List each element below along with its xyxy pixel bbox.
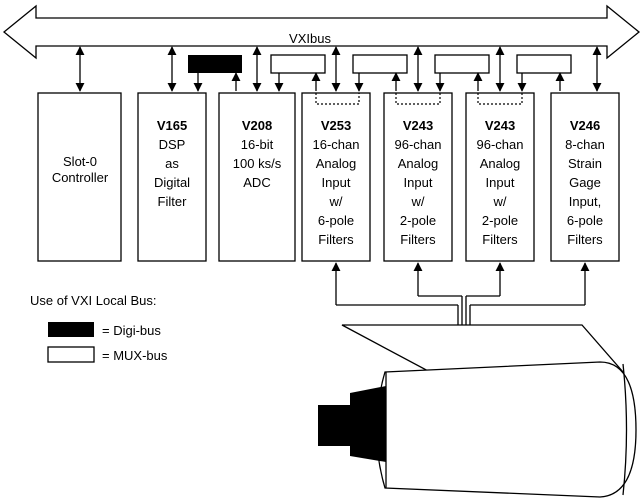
module-v253: V253 16-chan Analog Input w/ 6-pole Filt… xyxy=(301,92,371,262)
svg-text:as: as xyxy=(165,156,179,171)
svg-text:V165: V165 xyxy=(157,118,187,133)
svg-text:Slot-0: Slot-0 xyxy=(63,154,97,169)
svg-text:Filters: Filters xyxy=(318,232,354,247)
legend: Use of VXI Local Bus: = Digi-bus = MUX-b… xyxy=(30,293,168,363)
legend-title: Use of VXI Local Bus: xyxy=(30,293,156,308)
svg-text:Filters: Filters xyxy=(482,232,518,247)
svg-text:2-pole: 2-pole xyxy=(400,213,436,228)
legend-muxbus-label: = MUX-bus xyxy=(102,348,168,363)
svg-text:V243: V243 xyxy=(485,118,515,133)
svg-text:Digital: Digital xyxy=(154,175,190,190)
svg-text:w/: w/ xyxy=(329,194,343,209)
svg-text:16-bit: 16-bit xyxy=(241,137,274,152)
svg-text:Strain: Strain xyxy=(568,156,602,171)
vxibus-label: VXIbus xyxy=(289,31,331,46)
svg-text:V208: V208 xyxy=(242,118,272,133)
svg-text:Input: Input xyxy=(404,175,433,190)
svg-text:Input,: Input, xyxy=(569,194,602,209)
svg-text:w/: w/ xyxy=(493,194,507,209)
svg-text:96-chan: 96-chan xyxy=(477,137,524,152)
module-v165: V165 DSP as Digital Filter xyxy=(137,92,207,262)
legend-digibus-label: = Digi-bus xyxy=(102,323,161,338)
svg-text:96-chan: 96-chan xyxy=(395,137,442,152)
svg-text:ADC: ADC xyxy=(243,175,270,190)
digi-bus-link xyxy=(188,55,242,92)
svg-text:Filter: Filter xyxy=(158,194,188,209)
svg-text:6-pole: 6-pole xyxy=(318,213,354,228)
svg-text:Input: Input xyxy=(486,175,515,190)
mux-bus-dotted-links xyxy=(315,93,523,105)
svg-text:Gage: Gage xyxy=(569,175,601,190)
mux-bus-link-2 xyxy=(352,54,408,92)
svg-text:Filters: Filters xyxy=(400,232,436,247)
module-v208: V208 16-bit 100 ks/s ADC xyxy=(218,92,296,262)
svg-text:2-pole: 2-pole xyxy=(482,213,518,228)
svg-text:Analog: Analog xyxy=(480,156,520,171)
svg-text:V243: V243 xyxy=(403,118,433,133)
legend-muxbus-swatch xyxy=(47,346,95,363)
svg-text:DSP: DSP xyxy=(159,137,186,152)
svg-text:Filters: Filters xyxy=(567,232,603,247)
mux-bus-link-3 xyxy=(434,54,490,92)
svg-text:100 ks/s: 100 ks/s xyxy=(233,156,282,171)
mux-bus-link-4 xyxy=(516,54,572,92)
svg-text:Analog: Analog xyxy=(398,156,438,171)
module-v246: V246 8-chan Strain Gage Input, 6-pole Fi… xyxy=(550,92,620,262)
bus-connections xyxy=(75,46,602,92)
module-v243-b: V243 96-chan Analog Input w/ 2-pole Filt… xyxy=(465,92,535,262)
svg-text:V246: V246 xyxy=(570,118,600,133)
module-slot0-controller: Slot-0 Controller xyxy=(37,92,122,262)
module-v243-a: V243 96-chan Analog Input w/ 2-pole Filt… xyxy=(383,92,453,262)
svg-text:16-chan: 16-chan xyxy=(313,137,360,152)
svg-text:w/: w/ xyxy=(411,194,425,209)
jet-engine-illustration xyxy=(318,324,637,498)
svg-text:Input: Input xyxy=(322,175,351,190)
vxibus-arrow xyxy=(2,4,641,60)
legend-digibus-swatch xyxy=(48,322,94,337)
svg-text:Controller: Controller xyxy=(52,170,109,185)
svg-text:Analog: Analog xyxy=(316,156,356,171)
svg-text:V253: V253 xyxy=(321,118,351,133)
mux-bus-link-1 xyxy=(270,54,326,92)
sensor-wiring xyxy=(331,262,590,330)
svg-text:6-pole: 6-pole xyxy=(567,213,603,228)
svg-text:8-chan: 8-chan xyxy=(565,137,605,152)
